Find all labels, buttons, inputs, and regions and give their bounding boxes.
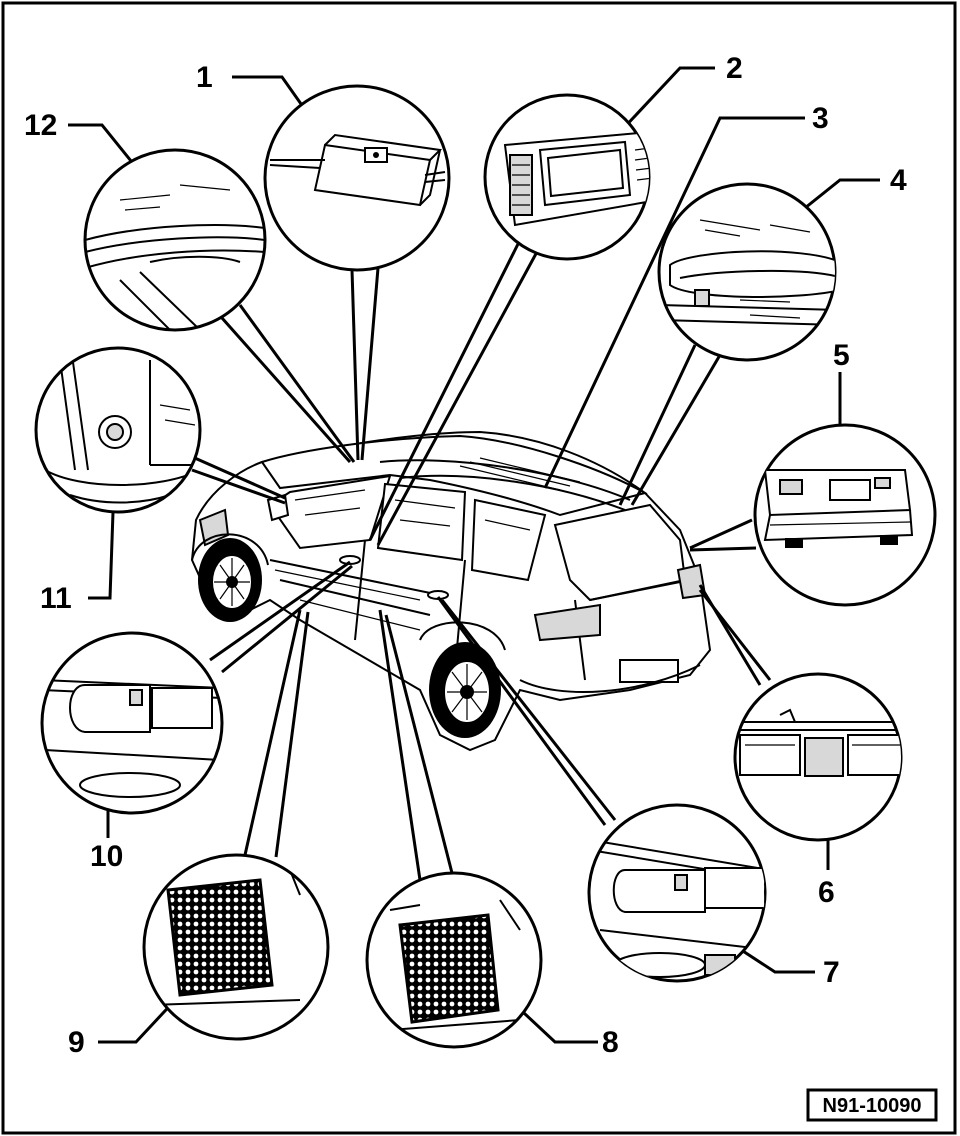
callout-numbers: 1 2 3 4 5 6 7 8 9 10 11 12 bbox=[24, 52, 907, 1059]
figure-reference-box: N91-10090 bbox=[806, 1088, 938, 1122]
detail-circle-2 bbox=[483, 93, 651, 261]
callout-12: 12 bbox=[24, 109, 57, 142]
detail-circle-11 bbox=[34, 346, 202, 514]
callout-7: 7 bbox=[823, 956, 840, 989]
detail-circle-4 bbox=[657, 182, 837, 362]
callout-4: 4 bbox=[890, 164, 907, 197]
callout-8: 8 bbox=[602, 1026, 619, 1059]
detail-circle-5 bbox=[753, 423, 937, 607]
detail-circle-10 bbox=[40, 631, 224, 815]
detail-circle-6 bbox=[733, 672, 903, 842]
leader-lines bbox=[68, 66, 880, 1044]
callout-5: 5 bbox=[833, 339, 850, 372]
callout-2: 2 bbox=[726, 52, 743, 85]
callout-6: 6 bbox=[818, 876, 835, 909]
detail-circle-9 bbox=[142, 853, 330, 1041]
callout-10: 10 bbox=[90, 840, 123, 873]
figure-reference: N91-10090 bbox=[823, 1095, 922, 1117]
detail-circle-8 bbox=[365, 871, 543, 1049]
detail-circle-12 bbox=[83, 148, 267, 332]
detail-circle-1 bbox=[263, 84, 451, 272]
detail-circle-7 bbox=[587, 803, 767, 983]
callout-9: 9 bbox=[68, 1026, 85, 1059]
callout-1: 1 bbox=[196, 61, 213, 94]
callout-3: 3 bbox=[812, 102, 829, 135]
callout-11: 11 bbox=[40, 582, 72, 615]
